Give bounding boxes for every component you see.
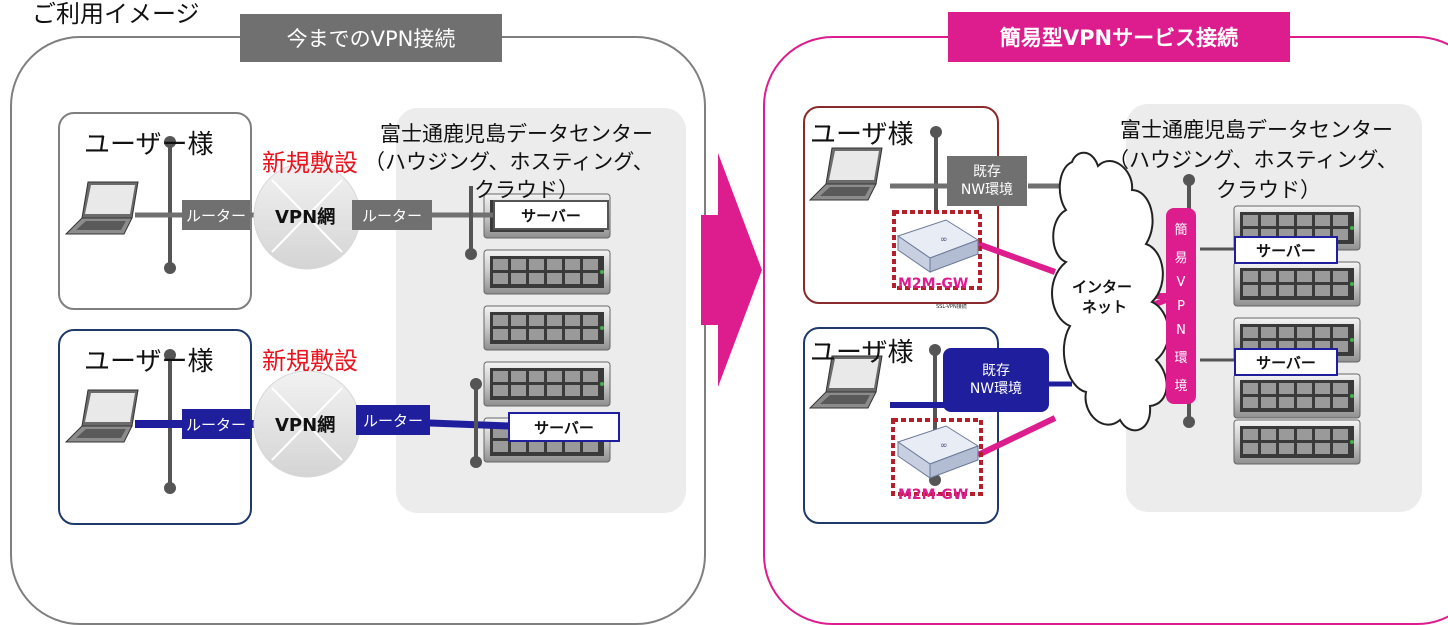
- left-banner: 今までのVPN接続: [240, 14, 502, 62]
- left-user-1-router: ルーター: [182, 200, 250, 230]
- right-user-1-gw-label: M2M-GW: [898, 276, 969, 292]
- left-server-2: サーバー: [508, 412, 620, 442]
- left-user-2-label: ユーザー様: [84, 347, 214, 377]
- vpn-strip-char: 境: [1174, 378, 1188, 394]
- arrow-right-icon: [701, 153, 762, 387]
- left-user-2-dc-router: ルーター: [356, 405, 430, 435]
- right-dc-line3: クラウド）: [1216, 178, 1321, 202]
- right-user-1-nw-line1: 既存: [973, 164, 1001, 180]
- left-user-2-vpn-label: VPN網: [275, 415, 336, 436]
- vpn-strip-char: 簡: [1174, 222, 1188, 238]
- internet-label-line2: ネット: [1082, 298, 1128, 316]
- left-user-1-label: ユーザー様: [84, 130, 214, 160]
- left-user-1-dc-router: ルーター: [352, 200, 432, 230]
- vpn-strip-char: 易: [1174, 250, 1188, 266]
- left-user-1-new-label: 新規敷設: [262, 149, 358, 177]
- right-user-2-nw-line2: NW環境: [969, 381, 1023, 397]
- right-banner: 簡易型VPNサービス接続: [948, 12, 1290, 62]
- vpn-strip-char: N: [1176, 322, 1186, 338]
- left-user-1-vpn-label: VPN網: [275, 207, 336, 228]
- internet-label-line1: インター: [1072, 278, 1133, 296]
- left-user-2-router: ルーター: [182, 409, 250, 439]
- vpn-strip: 簡 易 V P N 環 境: [1166, 208, 1196, 404]
- page-title: ご利用イメージ: [32, 0, 200, 28]
- vpn-strip-char: V: [1176, 274, 1186, 290]
- vpn-strip-char: P: [1177, 298, 1185, 314]
- right-user-1-nw-line2: NW環境: [960, 182, 1014, 198]
- right-user-2-gw-label: M2M-GW: [898, 487, 969, 503]
- left-dc-line3: クラウド）: [474, 178, 579, 202]
- left-dc-line2: （ハウジング、ホスティング、: [364, 150, 654, 174]
- left-user-2-new-label: 新規敷設: [262, 347, 358, 375]
- vpn-cloud-icon: [253, 162, 361, 270]
- internet-cloud-icon: [1051, 151, 1170, 432]
- right-user-1-label: ユーザ様: [810, 120, 914, 150]
- right-user-1-gw-caption: SSL-VPN接続: [936, 304, 967, 310]
- right-user-2-label: ユーザ様: [810, 338, 914, 368]
- router-device-icon: [897, 219, 979, 273]
- diagram-graphics: ∞: [65, 126, 1361, 496]
- left-dc-line1: 富士通鹿児島データセンター: [380, 122, 653, 146]
- right-dc-line1: 富士通鹿児島データセンター: [1120, 118, 1393, 142]
- right-user-2-nw: 既存 NW環境: [943, 348, 1049, 412]
- vpn-strip-char: 環: [1174, 350, 1188, 366]
- right-dc-line2: （ハウジング、ホスティング、: [1108, 148, 1398, 172]
- left-server-1: サーバー: [493, 200, 609, 230]
- right-user-2-nw-line1: 既存: [982, 363, 1010, 379]
- right-server-2: サーバー: [1234, 348, 1338, 376]
- laptop-icon: [65, 181, 139, 235]
- right-user-1-nw: 既存 NW環境: [947, 156, 1027, 206]
- right-server-1: サーバー: [1234, 236, 1338, 264]
